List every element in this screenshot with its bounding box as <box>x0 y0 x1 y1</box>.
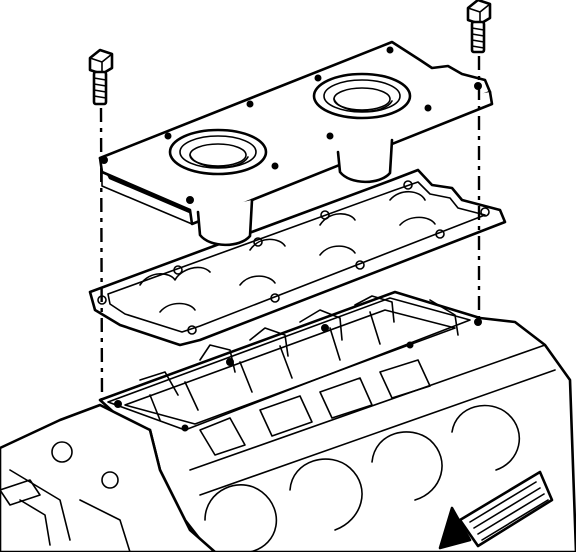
rear-seal-right <box>312 72 412 120</box>
alignment-center-lines <box>99 56 481 401</box>
bolt-right <box>466 0 492 54</box>
view-direction-arrow-icon <box>438 470 554 550</box>
rear-seal-left <box>168 128 268 176</box>
bolt-left <box>88 48 114 106</box>
valley-cover-gasket <box>88 168 507 347</box>
valley-cover-plate <box>98 40 494 247</box>
engine-block <box>0 290 576 552</box>
